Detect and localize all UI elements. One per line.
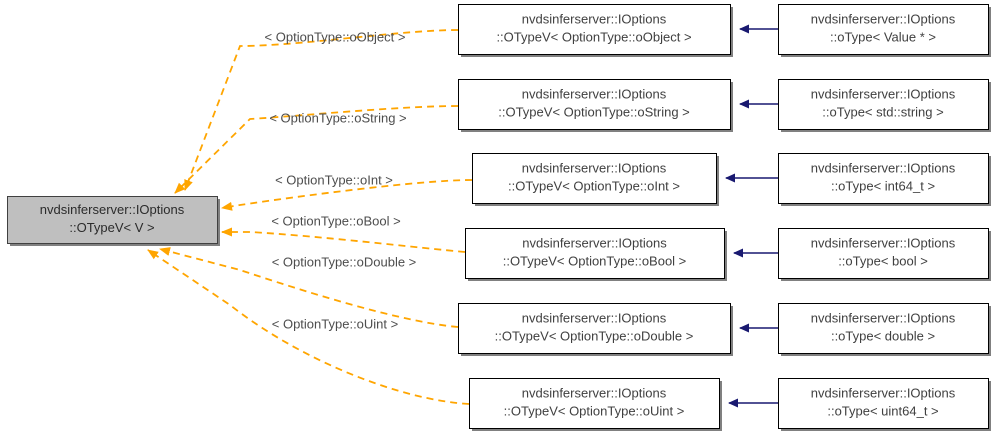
node-box [778, 378, 989, 429]
nodes-group: nvdsinferserver::IOptions::OTypeV< Optio… [7, 4, 992, 432]
node-label-line1: nvdsinferserver::IOptions [811, 235, 956, 250]
node-label-line2: ::oType< std::string > [822, 104, 943, 119]
inherit-edges-group [725, 24, 778, 408]
usage-edge [147, 249, 470, 405]
node-label-line1: nvdsinferserver::IOptions [811, 385, 956, 400]
node-label-line2: ::OTypeV< OptionType::oObject > [496, 29, 691, 44]
class-node[interactable]: nvdsinferserver::IOptions::OTypeV< Optio… [458, 303, 734, 357]
class-node[interactable]: nvdsinferserver::IOptions::OTypeV< Optio… [472, 153, 720, 207]
class-node: nvdsinferserver::IOptions::OTypeV< V > [7, 196, 220, 246]
node-label-line1: nvdsinferserver::IOptions [811, 310, 956, 325]
node-box [458, 4, 731, 55]
edge-label: < OptionType::oObject > [265, 29, 406, 44]
node-label-line1: nvdsinferserver::IOptions [522, 310, 667, 325]
node-box [458, 303, 731, 354]
class-node[interactable]: nvdsinferserver::IOptions::OTypeV< Optio… [458, 79, 734, 133]
node-box [465, 228, 725, 279]
node-box [778, 79, 989, 130]
class-node[interactable]: nvdsinferserver::IOptions::oType< bool > [778, 228, 992, 282]
usage-edge [174, 105, 459, 194]
class-node[interactable]: nvdsinferserver::IOptions::oType< uint64… [778, 378, 992, 432]
node-box [778, 228, 989, 279]
edge-label: < OptionType::oInt > [275, 172, 393, 187]
edge-label: < OptionType::oUint > [272, 316, 398, 331]
usage-edge [184, 29, 459, 191]
node-label-line1: nvdsinferserver::IOptions [522, 86, 667, 101]
node-label-line1: nvdsinferserver::IOptions [522, 235, 667, 250]
usage-edges-group [147, 29, 473, 405]
node-label-line1: nvdsinferserver::IOptions [522, 160, 667, 175]
usage-edge [221, 227, 466, 253]
node-label-line2: ::oType< bool > [838, 253, 928, 268]
node-label-line2: ::OTypeV< OptionType::oString > [498, 104, 690, 119]
node-label-line2: ::oType< double > [831, 328, 935, 343]
edge-label: < OptionType::oDouble > [272, 254, 417, 269]
node-box [778, 153, 989, 204]
node-label-line2: ::OTypeV< OptionType::oUint > [504, 403, 685, 418]
node-box [7, 196, 218, 244]
node-label-line1: nvdsinferserver::IOptions [40, 202, 185, 217]
node-label-line1: nvdsinferserver::IOptions [811, 86, 956, 101]
node-label-line2: ::oType< Value * > [830, 29, 936, 44]
class-node[interactable]: nvdsinferserver::IOptions::oType< std::s… [778, 79, 992, 133]
node-box [472, 153, 717, 204]
usage-edge [221, 179, 473, 211]
edge-label: < OptionType::oBool > [271, 213, 400, 228]
node-label-line1: nvdsinferserver::IOptions [522, 385, 667, 400]
node-label-line2: ::OTypeV< OptionType::oBool > [503, 253, 687, 268]
edge-label: < OptionType::oString > [269, 110, 406, 125]
class-node[interactable]: nvdsinferserver::IOptions::oType< int64_… [778, 153, 992, 207]
node-label-line1: nvdsinferserver::IOptions [811, 160, 956, 175]
edge-labels-group: < OptionType::oObject >< OptionType::oSt… [265, 29, 417, 331]
node-label-line1: nvdsinferserver::IOptions [811, 11, 956, 26]
node-label-line2: ::OTypeV< V > [69, 220, 154, 235]
node-box [458, 79, 731, 130]
node-box [469, 378, 720, 429]
node-box [778, 303, 989, 354]
node-label-line1: nvdsinferserver::IOptions [522, 11, 667, 26]
class-node[interactable]: nvdsinferserver::IOptions::oType< Value … [778, 4, 992, 58]
node-label-line2: ::oType< uint64_t > [827, 403, 938, 418]
node-box [778, 4, 989, 55]
usage-edge [159, 247, 459, 328]
class-node[interactable]: nvdsinferserver::IOptions::OTypeV< Optio… [458, 4, 734, 58]
node-label-line2: ::oType< int64_t > [831, 178, 935, 193]
class-node[interactable]: nvdsinferserver::IOptions::OTypeV< Optio… [465, 228, 728, 282]
class-node[interactable]: nvdsinferserver::IOptions::oType< double… [778, 303, 992, 357]
node-label-line2: ::OTypeV< OptionType::oDouble > [495, 328, 694, 343]
class-node[interactable]: nvdsinferserver::IOptions::OTypeV< Optio… [469, 378, 723, 432]
node-label-line2: ::OTypeV< OptionType::oInt > [508, 178, 680, 193]
